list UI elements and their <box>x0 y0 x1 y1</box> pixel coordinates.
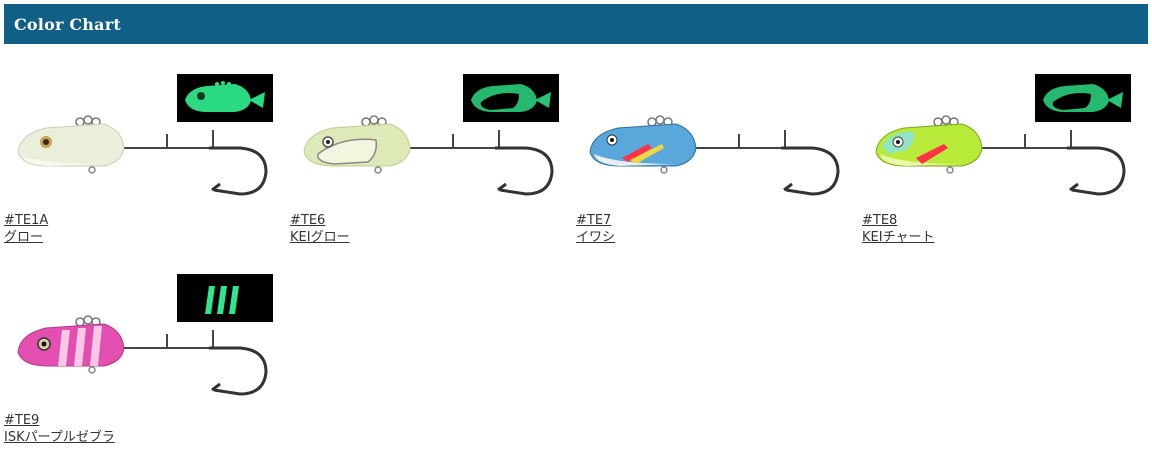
product-card-te6[interactable]: #TE6 KEIグロー <box>290 74 575 249</box>
section-header: Color Chart <box>4 4 1148 44</box>
product-name-link[interactable]: グロー <box>4 230 44 245</box>
product-card-te1a[interactable]: #TE1A グロー <box>4 74 289 249</box>
glow-swatch <box>177 74 273 122</box>
jig-head-lure-icon <box>875 115 1126 196</box>
jig-head-lure-icon <box>303 115 554 196</box>
product-name-link[interactable]: KEIグロー <box>290 230 350 245</box>
jig-head-lure-icon <box>17 315 268 396</box>
section-title: Color Chart <box>14 14 121 34</box>
product-image[interactable] <box>4 274 289 404</box>
product-image[interactable] <box>4 74 289 204</box>
product-code-link[interactable]: #TE7 <box>576 213 612 228</box>
jig-head-lure-icon <box>17 115 268 196</box>
product-card-te9[interactable]: #TE9 ISKパープルゼブラ <box>4 274 289 449</box>
glow-zebra-stripes-icon <box>205 286 239 314</box>
glow-lure-keimura-icon <box>1043 84 1123 112</box>
product-name-link[interactable]: ISKパープルゼブラ <box>4 430 115 445</box>
product-card-te8[interactable]: #TE8 KEIチャート <box>862 74 1147 249</box>
glow-lure-head-icon <box>185 81 265 112</box>
product-name-link[interactable]: イワシ <box>576 230 616 245</box>
jig-head-lure-icon <box>589 115 840 196</box>
product-card-te7[interactable]: #TE7 イワシ <box>576 74 861 249</box>
product-image[interactable] <box>862 74 1147 204</box>
product-code-link[interactable]: #TE9 <box>4 413 40 428</box>
product-image[interactable] <box>576 74 861 204</box>
glow-swatch <box>177 274 273 322</box>
product-code-link[interactable]: #TE6 <box>290 213 326 228</box>
glow-lure-keimura-icon <box>471 84 551 112</box>
product-name-link[interactable]: KEIチャート <box>862 230 935 245</box>
glow-swatch <box>463 74 559 122</box>
product-code-link[interactable]: #TE1A <box>4 213 49 228</box>
product-image[interactable] <box>290 74 575 204</box>
glow-swatch <box>1035 74 1131 122</box>
product-code-link[interactable]: #TE8 <box>862 213 898 228</box>
